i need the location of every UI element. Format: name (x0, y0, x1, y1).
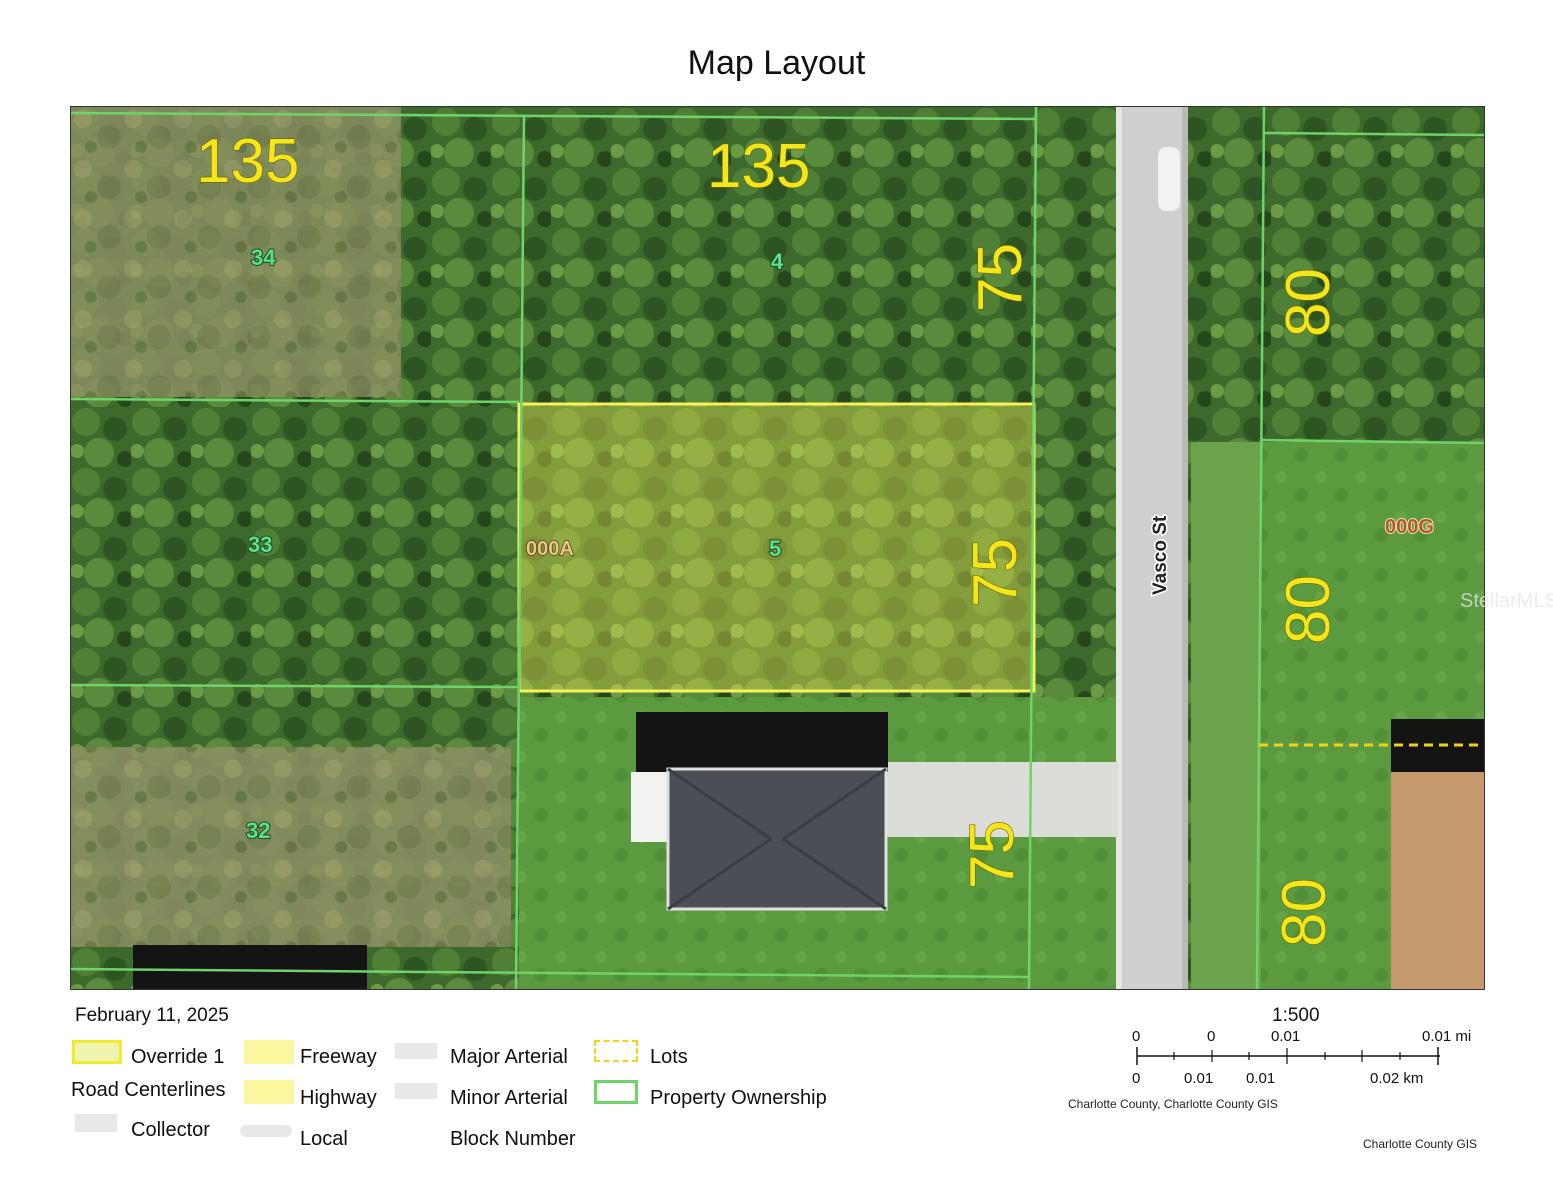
garage-roof (631, 772, 673, 842)
scale-mi-label: 0.01 (1271, 1028, 1301, 1045)
block-label-000A: 000A (526, 538, 574, 560)
legend-collector-label: Collector (131, 1119, 210, 1141)
minor-arterial-swatch (395, 1083, 437, 1099)
vasco-st-road (1116, 107, 1188, 989)
map-canvas[interactable]: 135 135 75 75 75 80 80 80 34 4 33 5 32 0… (71, 107, 1484, 989)
legend-block-number-label: Block Number (450, 1128, 576, 1150)
dim-label-135-left: 135 (196, 127, 299, 196)
map-date: February 11, 2025 (75, 1005, 229, 1026)
scale-mi-label: 0 (1207, 1028, 1216, 1045)
scale-source: Charlotte County, Charlotte County GIS (1068, 1097, 1278, 1111)
neighbor-roof (1391, 772, 1484, 989)
lot-number-4: 4 (771, 249, 784, 274)
local-swatch (240, 1125, 292, 1137)
car (1158, 147, 1180, 211)
dry-field-top (71, 107, 401, 397)
scale-km-label: 0.02 km (1370, 1070, 1424, 1087)
dim-label-80-top: 80 (1274, 268, 1343, 337)
property-ownership-swatch (594, 1080, 638, 1104)
legend-override-label: Override 1 (131, 1046, 225, 1068)
legend-minor-arterial-label: Minor Arterial (450, 1087, 568, 1109)
verge-right (1191, 442, 1261, 989)
map-credit: Charlotte County GIS (1363, 1137, 1478, 1151)
scale-km-label: 0.01 (1246, 1070, 1276, 1087)
scale-mi-label: 0 (1132, 1028, 1141, 1045)
lot-number-5: 5 (769, 536, 781, 561)
scale-km-label: 0 (1132, 1070, 1141, 1087)
legend-lots-label: Lots (650, 1046, 688, 1068)
lot-number-34: 34 (251, 245, 276, 270)
shadow-roof (636, 712, 888, 772)
property-ownership-lines (71, 107, 1484, 989)
lot-number-32: 32 (246, 818, 270, 843)
legend-road-centerlines-label: Road Centerlines (71, 1079, 226, 1101)
dim-label-75-bottom: 75 (958, 820, 1027, 889)
dim-label-75-mid: 75 (961, 538, 1030, 607)
map-view[interactable]: 135 135 75 75 75 80 80 80 34 4 33 5 32 0… (70, 106, 1485, 990)
scale-bar (1136, 1047, 1440, 1065)
legend-property-ownership-label: Property Ownership (650, 1087, 827, 1109)
legend-highway-label: Highway (300, 1087, 377, 1109)
freeway-swatch (244, 1040, 294, 1064)
watermark: StellarMLS (1460, 590, 1553, 612)
selected-parcel (517, 402, 1036, 693)
scale-mi-label: 0.01 mi (1422, 1028, 1472, 1045)
scale-ratio: 1:500 (1272, 1005, 1320, 1026)
scale-km-label: 0.01 (1184, 1070, 1214, 1087)
shadow-bottom (133, 945, 367, 989)
dim-label-80-mid: 80 (1274, 575, 1343, 644)
dim-label-75-top: 75 (966, 243, 1035, 312)
dim-label-80-bottom: 80 (1270, 878, 1339, 947)
dry-field-bottom (71, 747, 511, 947)
page-title: Map Layout (687, 44, 866, 82)
lots-swatch (594, 1040, 638, 1062)
collector-swatch (75, 1114, 117, 1132)
dim-label-135-right: 135 (707, 132, 810, 201)
street-label-vasco-st: Vasco St (1150, 515, 1171, 595)
block-label-000G: 000G (1385, 516, 1434, 538)
legend-freeway-label: Freeway (300, 1046, 377, 1068)
legend-major-arterial-label: Major Arterial (450, 1046, 568, 1068)
legend-local-label: Local (300, 1128, 348, 1150)
major-arterial-swatch (395, 1043, 437, 1059)
lot-number-33: 33 (248, 532, 272, 557)
highway-swatch (244, 1080, 294, 1104)
override-swatch (72, 1040, 122, 1064)
driveway (886, 762, 1118, 837)
